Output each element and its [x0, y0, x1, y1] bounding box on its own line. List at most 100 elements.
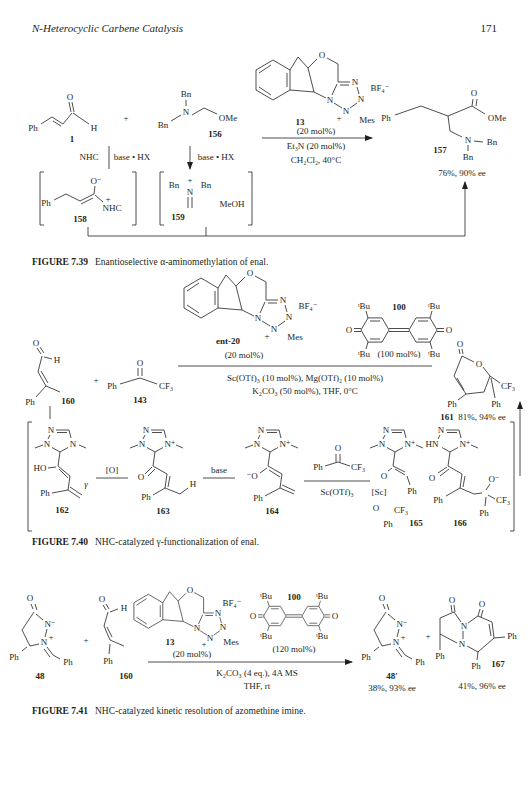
chem-label: [O]: [106, 466, 119, 475]
chem-label: (120 mol%): [272, 645, 315, 654]
chem-label: O: [373, 504, 380, 513]
chem-label: +: [187, 176, 192, 185]
compound-number: 167: [491, 660, 505, 669]
chem-label: +: [123, 114, 128, 123]
chem-label: N: [207, 634, 214, 643]
chem-label: O: [346, 326, 353, 335]
chem-label: O: [479, 600, 486, 609]
chem-label: Et₃N (20 mol%): [287, 142, 346, 151]
chem-label: Ph: [40, 489, 50, 498]
chem-label: O⁻: [488, 475, 499, 484]
chem-label: ⁻O: [246, 472, 257, 481]
chem-label: +: [336, 114, 341, 123]
compound-number: 158: [73, 215, 87, 224]
chem-label: BF₄⁻: [371, 84, 390, 93]
bond-line: [245, 445, 253, 448]
chem-label: Bn: [487, 138, 498, 147]
chem-label: O: [99, 595, 106, 604]
chem-label: N: [48, 426, 55, 435]
chem-label: (20 mol%): [173, 650, 212, 659]
chem-label: 41%, 96% ee: [458, 682, 506, 691]
chem-label: base: [211, 466, 227, 475]
chem-label: 38%, 93% ee: [368, 684, 416, 693]
bond-line: [262, 138, 372, 139]
chem-label: O: [250, 612, 257, 621]
chem-label: N: [70, 440, 77, 449]
chem-label: Sc(OTf)₃: [320, 488, 353, 497]
chem-label: CF₃: [501, 382, 515, 391]
chem-label: N⁺: [279, 440, 290, 449]
bond-line: [471, 445, 478, 448]
bond-line: [88, 182, 465, 236]
bond-line: [370, 445, 378, 448]
chem-label: +: [400, 633, 405, 642]
chem-label: O: [67, 93, 74, 102]
figure-7-40-structures: [28, 275, 520, 531]
chem-label: Ph: [381, 114, 391, 123]
compound-number: 161: [440, 413, 454, 422]
chem-label: Sc(OTf)₃ (10 mol%), Mg(OTf)₂ (10 mol%): [227, 374, 383, 383]
chem-label: N: [255, 314, 262, 323]
compound-number: ent-20: [216, 337, 240, 346]
bond-line: [130, 445, 138, 448]
compound-number: 157: [433, 146, 447, 155]
figure-caption: FIGURE 7.40: [32, 538, 88, 548]
chem-label: Ph: [415, 658, 425, 667]
chem-label: N: [41, 638, 48, 647]
bond-line: [145, 452, 188, 495]
chem-label: O: [247, 269, 254, 278]
chem-label: O: [137, 359, 144, 368]
chem-label: Ph: [433, 496, 443, 505]
compound-number: 143: [133, 396, 147, 405]
chem-label: Mes: [223, 638, 239, 647]
chem-label: CF₃: [394, 506, 408, 515]
compound-number: 159: [171, 213, 185, 222]
compound-number: 164: [265, 507, 279, 516]
page-header: N-Heterocyclic Carbene Catalysis: [32, 23, 183, 34]
bond-line: [188, 197, 192, 208]
chem-label: N: [280, 296, 287, 305]
chem-label: N: [327, 96, 334, 105]
chem-label: Ph: [141, 493, 151, 502]
bond-line: [171, 100, 217, 121]
bond-line: [440, 605, 505, 660]
chem-label: (100 mol%): [377, 350, 420, 359]
chem-label: N: [254, 440, 261, 449]
compound-number: 100: [392, 303, 406, 312]
chem-label: [Sc]: [372, 488, 387, 497]
chem-label: K₂CO₃ (4 eq.), 4A MS: [216, 669, 297, 678]
chem-label: N: [383, 426, 390, 435]
figure-7-39-structures: [40, 57, 485, 236]
chem-label: N⁻: [44, 620, 55, 629]
chem-label: N: [379, 440, 386, 449]
chem-label: O: [379, 594, 386, 603]
chem-label: N: [143, 426, 150, 435]
chem-label: MeOH: [220, 200, 245, 209]
chem-label: Bn: [463, 153, 474, 162]
chem-label: Ph: [361, 653, 371, 662]
compound-number: 162: [55, 506, 69, 515]
chem-label: Mes: [287, 333, 303, 342]
chem-label: H: [54, 356, 61, 365]
bond-line: [438, 452, 495, 506]
chem-label: O: [335, 444, 342, 453]
chem-label: N: [183, 108, 190, 117]
chem-label: Bn: [169, 181, 180, 190]
chem-label: ᵗBu: [428, 350, 440, 359]
chem-label: O: [429, 474, 436, 483]
chem-label: O: [138, 473, 145, 482]
chem-label: HO: [34, 464, 47, 473]
chem-label: O: [319, 51, 326, 60]
chem-label: γ: [84, 480, 88, 489]
chem-label: NHC: [79, 153, 98, 162]
bond-line: [354, 311, 444, 349]
chem-label: Ph: [103, 657, 113, 666]
chem-label: OMe: [488, 114, 507, 123]
chem-label: +: [93, 376, 98, 385]
chem-label: +: [48, 633, 53, 642]
bond-line: [41, 102, 89, 126]
chem-label: Ph: [383, 520, 393, 529]
bond-line: [48, 452, 82, 498]
chem-label: Ph: [507, 632, 517, 641]
